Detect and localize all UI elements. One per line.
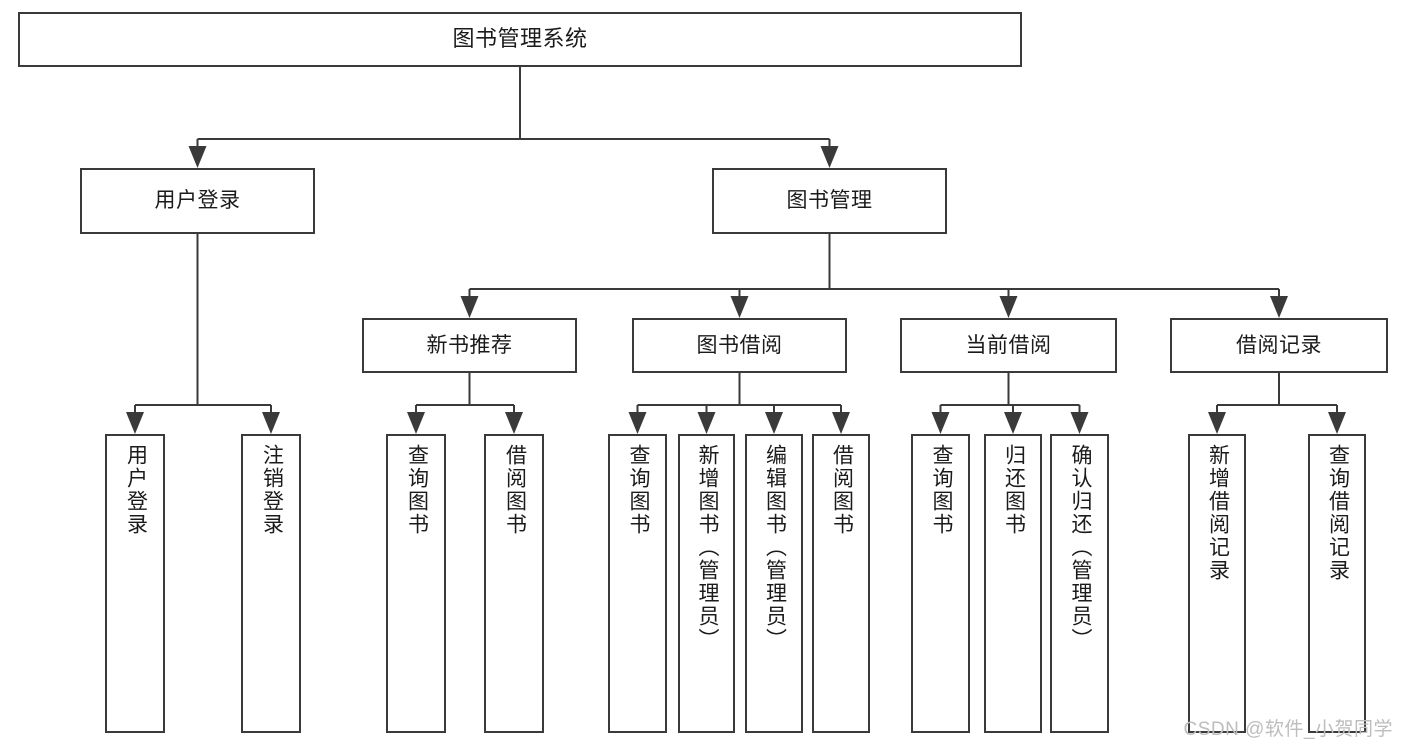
arrowhead-icon: [188, 146, 207, 168]
arrowhead-icon: [832, 412, 850, 434]
arrowhead-icon: [505, 412, 523, 434]
node-label: 借阅记录: [1236, 333, 1322, 357]
node-current[interactable]: 当前借阅: [900, 318, 1117, 373]
node-label: 图书借阅: [696, 333, 783, 357]
node-l-queryrec[interactable]: 查询借阅记录: [1308, 434, 1366, 733]
watermark-label: CSDN @软件_小贺同学: [1183, 719, 1393, 740]
arrowhead-icon: [628, 412, 647, 434]
arrowhead-icon: [460, 296, 479, 318]
node-l-userlogin[interactable]: 用户登录: [105, 434, 165, 733]
arrowhead-icon: [1208, 412, 1226, 434]
node-label: 新增图书（管理员）: [695, 444, 719, 651]
arrowhead-icon: [765, 412, 783, 434]
node-l-addrec[interactable]: 新增借阅记录: [1188, 434, 1246, 733]
node-label: 查询图书: [405, 444, 429, 536]
arrowhead-icon: [1004, 412, 1022, 434]
node-label: 当前借阅: [965, 333, 1052, 357]
arrowhead-icon: [730, 296, 749, 318]
node-bookmgmt[interactable]: 图书管理: [712, 168, 947, 234]
node-label: 查询图书: [626, 444, 650, 536]
arrowhead-icon: [262, 412, 280, 434]
node-label: 借阅图书: [830, 444, 854, 536]
node-login[interactable]: 用户登录: [80, 168, 315, 234]
node-label: 用户登录: [124, 444, 148, 536]
node-l-borrow2[interactable]: 借阅图书: [812, 434, 870, 733]
node-label: 查询图书: [929, 444, 953, 536]
node-l-query1[interactable]: 查询图书: [386, 434, 446, 733]
node-label: 编辑图书（管理员）: [763, 444, 787, 651]
node-l-query2[interactable]: 查询图书: [608, 434, 667, 733]
arrowhead-icon: [407, 412, 425, 434]
node-label: 用户登录: [154, 189, 241, 213]
node-l-logout[interactable]: 注销登录: [241, 434, 301, 733]
arrowhead-icon: [126, 412, 144, 434]
arrowhead-icon: [999, 296, 1018, 318]
arrowhead-icon: [931, 412, 950, 434]
arrowhead-icon: [697, 412, 716, 434]
node-l-confirm[interactable]: 确认归还（管理员）: [1050, 434, 1109, 733]
node-borrow[interactable]: 图书借阅: [632, 318, 847, 373]
node-root[interactable]: 图书管理系统: [18, 12, 1022, 67]
node-label: 图书管理: [786, 189, 873, 213]
node-label: 新增借阅记录: [1206, 444, 1230, 582]
arrowhead-icon: [1070, 412, 1089, 434]
arrowhead-icon: [1270, 296, 1288, 318]
arrowhead-icon: [1328, 412, 1346, 434]
node-l-return[interactable]: 归还图书: [984, 434, 1042, 733]
node-label: 查询借阅记录: [1326, 444, 1350, 582]
node-label: 确认归还（管理员）: [1068, 444, 1092, 651]
node-label: 注销登录: [260, 444, 284, 536]
node-label: 归还图书: [1002, 444, 1026, 536]
node-label: 新书推荐: [426, 333, 513, 357]
node-records[interactable]: 借阅记录: [1170, 318, 1388, 373]
node-l-borrow1[interactable]: 借阅图书: [484, 434, 544, 733]
node-l-edit[interactable]: 编辑图书（管理员）: [745, 434, 803, 733]
node-label: 借阅图书: [503, 444, 527, 536]
arrowhead-icon: [820, 146, 839, 168]
node-label: 图书管理系统: [452, 26, 588, 52]
node-l-add[interactable]: 新增图书（管理员）: [678, 434, 735, 733]
node-newbook[interactable]: 新书推荐: [362, 318, 577, 373]
node-l-query3[interactable]: 查询图书: [911, 434, 970, 733]
